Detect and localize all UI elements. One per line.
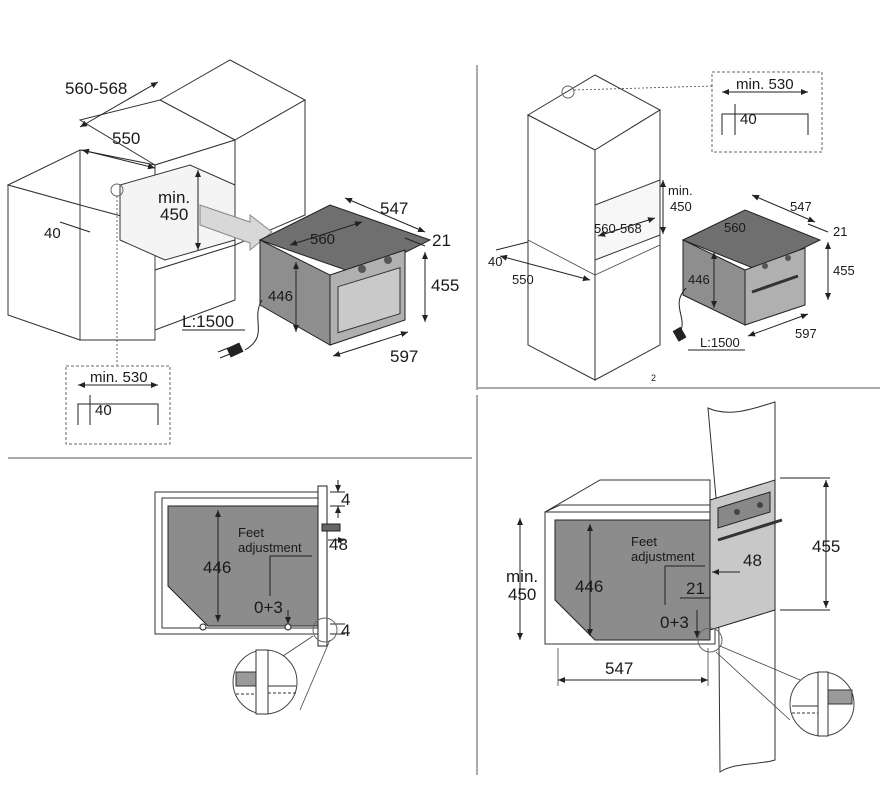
p1-dim-21: 21 — [432, 231, 451, 250]
p3-oven-body — [167, 505, 319, 627]
p4-dim-455: 455 — [812, 537, 840, 556]
tall-cabinet — [526, 74, 662, 381]
p2-dim-450: 450 — [670, 199, 692, 214]
p1-dim-597: 597 — [390, 347, 418, 366]
oven-p2 — [681, 209, 822, 326]
p2-detail-min530: min. 530 — [736, 76, 794, 93]
p2-cable-length: L:1500 — [700, 335, 740, 350]
p1-detail-40: 40 — [95, 402, 112, 419]
p1-dim-min: min. — [158, 188, 190, 207]
p2-detail-box — [711, 71, 823, 153]
p1-detail-min530: min. 530 — [90, 369, 148, 386]
p1-cable-length: L:1500 — [182, 312, 234, 331]
p4-feet-line1: Feet — [631, 534, 657, 549]
panel-2-column-install: min. 530 40 min. 450 560-568 40 550 547 … — [488, 71, 855, 383]
panel-3-side-section: 4 48 446 Feet adjustment 0+3 4 — [154, 480, 350, 715]
kitchen-cabinet — [6, 59, 307, 341]
p1-dim-446: 446 — [268, 288, 293, 305]
p4-dim-547: 547 — [605, 659, 633, 678]
p2-dim-455: 455 — [833, 263, 855, 278]
p1-dim-40: 40 — [44, 225, 61, 242]
p3-dim-4-bottom: 4 — [341, 621, 350, 640]
p2-dim-21: 21 — [833, 224, 847, 239]
p4-dim-48: 48 — [743, 551, 762, 570]
p4-dim-21: 21 — [686, 579, 705, 598]
p3-feet-line2: adjustment — [238, 540, 302, 555]
p4-dim-450: 450 — [508, 585, 536, 604]
p4-dim-0-3: 0+3 — [660, 613, 689, 632]
p3-dim-446: 446 — [203, 558, 231, 577]
p1-detail-box — [65, 365, 171, 445]
p4-dim-446: 446 — [575, 577, 603, 596]
p2-detail-40: 40 — [740, 111, 757, 128]
p2-dim-446: 446 — [688, 272, 710, 287]
p2-dim-min: min. — [668, 183, 693, 198]
p3-feet-line1: Feet — [238, 525, 264, 540]
p1-dim-450: 450 — [160, 205, 188, 224]
panel-1-undercounter-install: 560-568 550 min. 450 40 547 560 21 — [6, 59, 459, 445]
p3-dim-0-3: 0+3 — [254, 598, 283, 617]
p2-dim-550: 550 — [512, 272, 534, 287]
p3-dim-48: 48 — [329, 535, 348, 554]
p2-dim-40: 40 — [488, 254, 502, 269]
p4-dim-min: min. — [506, 567, 538, 586]
p4-feet-line2: adjustment — [631, 549, 695, 564]
p3-zoom-detail — [232, 649, 298, 715]
p1-dim-560-568: 560-568 — [65, 79, 127, 98]
p2-dim-560: 560 — [724, 220, 746, 235]
p1-dim-455: 455 — [431, 276, 459, 295]
p2-dim-560-568: 560-568 — [594, 221, 642, 236]
p2-dim-597: 597 — [795, 326, 817, 341]
oven-p1 — [258, 204, 432, 346]
p1-dim-560: 560 — [310, 231, 335, 248]
panel-4-wall-section: 455 min. 450 446 Feet adjustment 48 21 0… — [506, 401, 855, 773]
p1-dim-547: 547 — [380, 199, 408, 218]
p1-dim-550: 550 — [112, 129, 140, 148]
p3-dim-4-top: 4 — [341, 490, 350, 509]
p2-page-mark: 2 — [651, 373, 656, 383]
p4-oven-body — [554, 519, 711, 641]
p4-zoom-detail — [789, 671, 855, 737]
p2-dim-547: 547 — [790, 199, 812, 214]
